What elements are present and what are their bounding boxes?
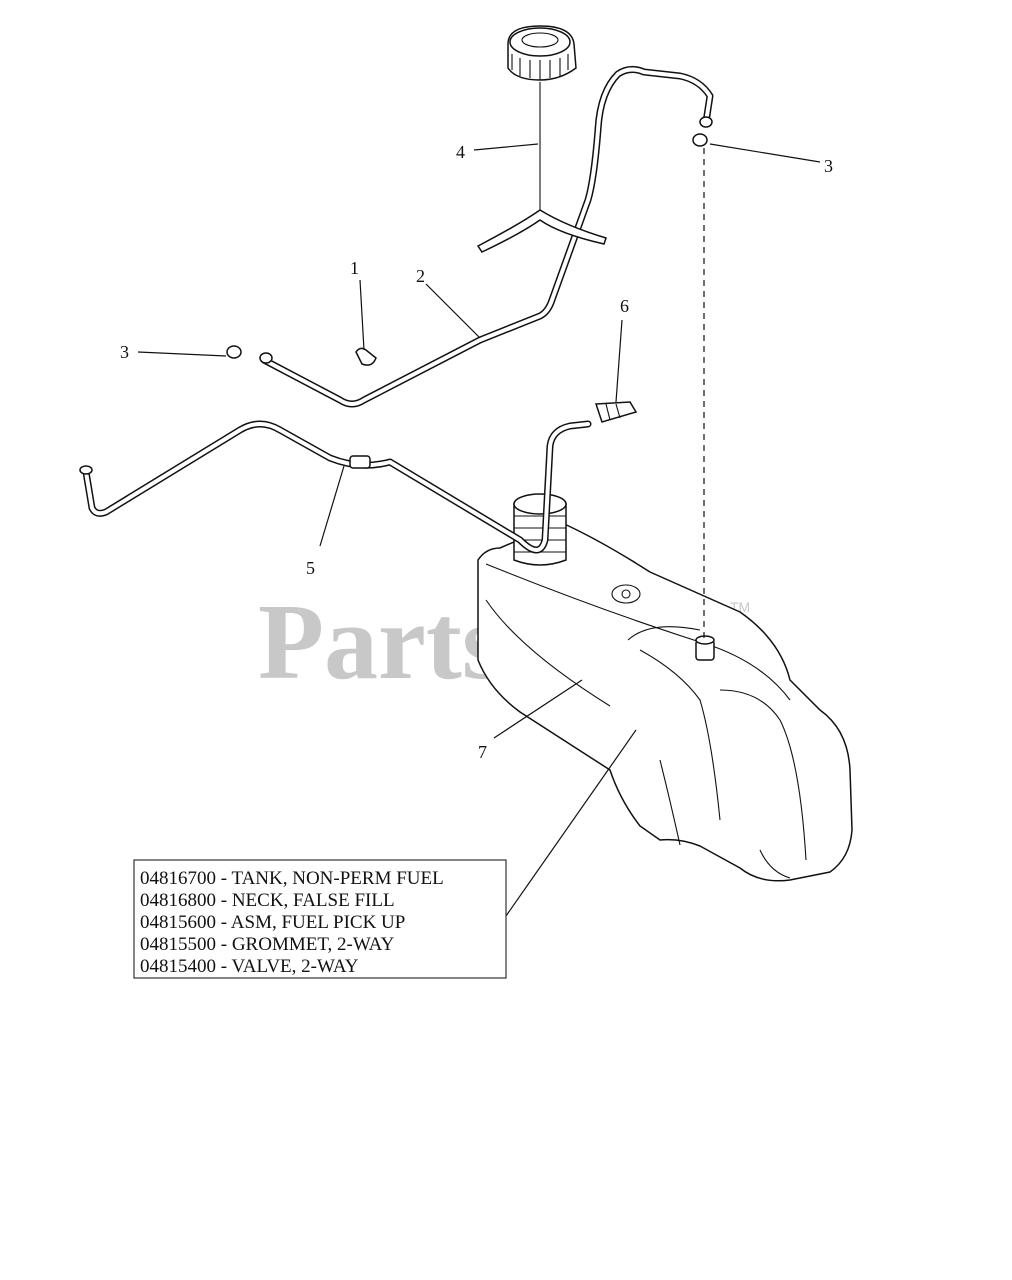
grommet-item-3-right[interactable] [692,133,708,147]
grommet-item-3-left[interactable] [226,345,242,359]
legend-row-tank: 04816700 - TANK, NON-PERM FUEL [140,868,444,889]
parts-legend: 04816700 - TANK, NON-PERM FUEL 04816800 … [133,859,507,979]
fuel-tank[interactable] [477,521,853,882]
callout-2: 2 [416,266,425,286]
fuel-cap[interactable] [507,25,577,81]
callout-4: 4 [456,142,465,162]
legend-row-neck: 04816800 - NECK, FALSE FILL [140,890,395,911]
callout-5: 5 [306,558,315,578]
legend-row-grommet: 04815500 - GROMMET, 2-WAY [140,934,395,955]
hose-item-5[interactable] [79,420,592,554]
callout-1: 1 [350,258,359,278]
clamp-item-1[interactable] [355,347,377,366]
leader-lines [137,143,821,917]
legend-row-valve: 04815400 - VALVE, 2-WAY [140,956,359,977]
callout-3-right: 3 [824,156,833,176]
hose-item-2[interactable] [259,65,714,408]
callout-7: 7 [478,742,487,762]
false-fill-neck[interactable] [513,493,567,566]
cap-tether [476,82,607,253]
tank-valve[interactable] [695,635,715,661]
valve-item-6[interactable] [594,401,638,423]
legend-row-pickup: 04815600 - ASM, FUEL PICK UP [140,912,405,933]
callout-6: 6 [620,296,629,316]
callout-3-left: 3 [120,342,129,362]
